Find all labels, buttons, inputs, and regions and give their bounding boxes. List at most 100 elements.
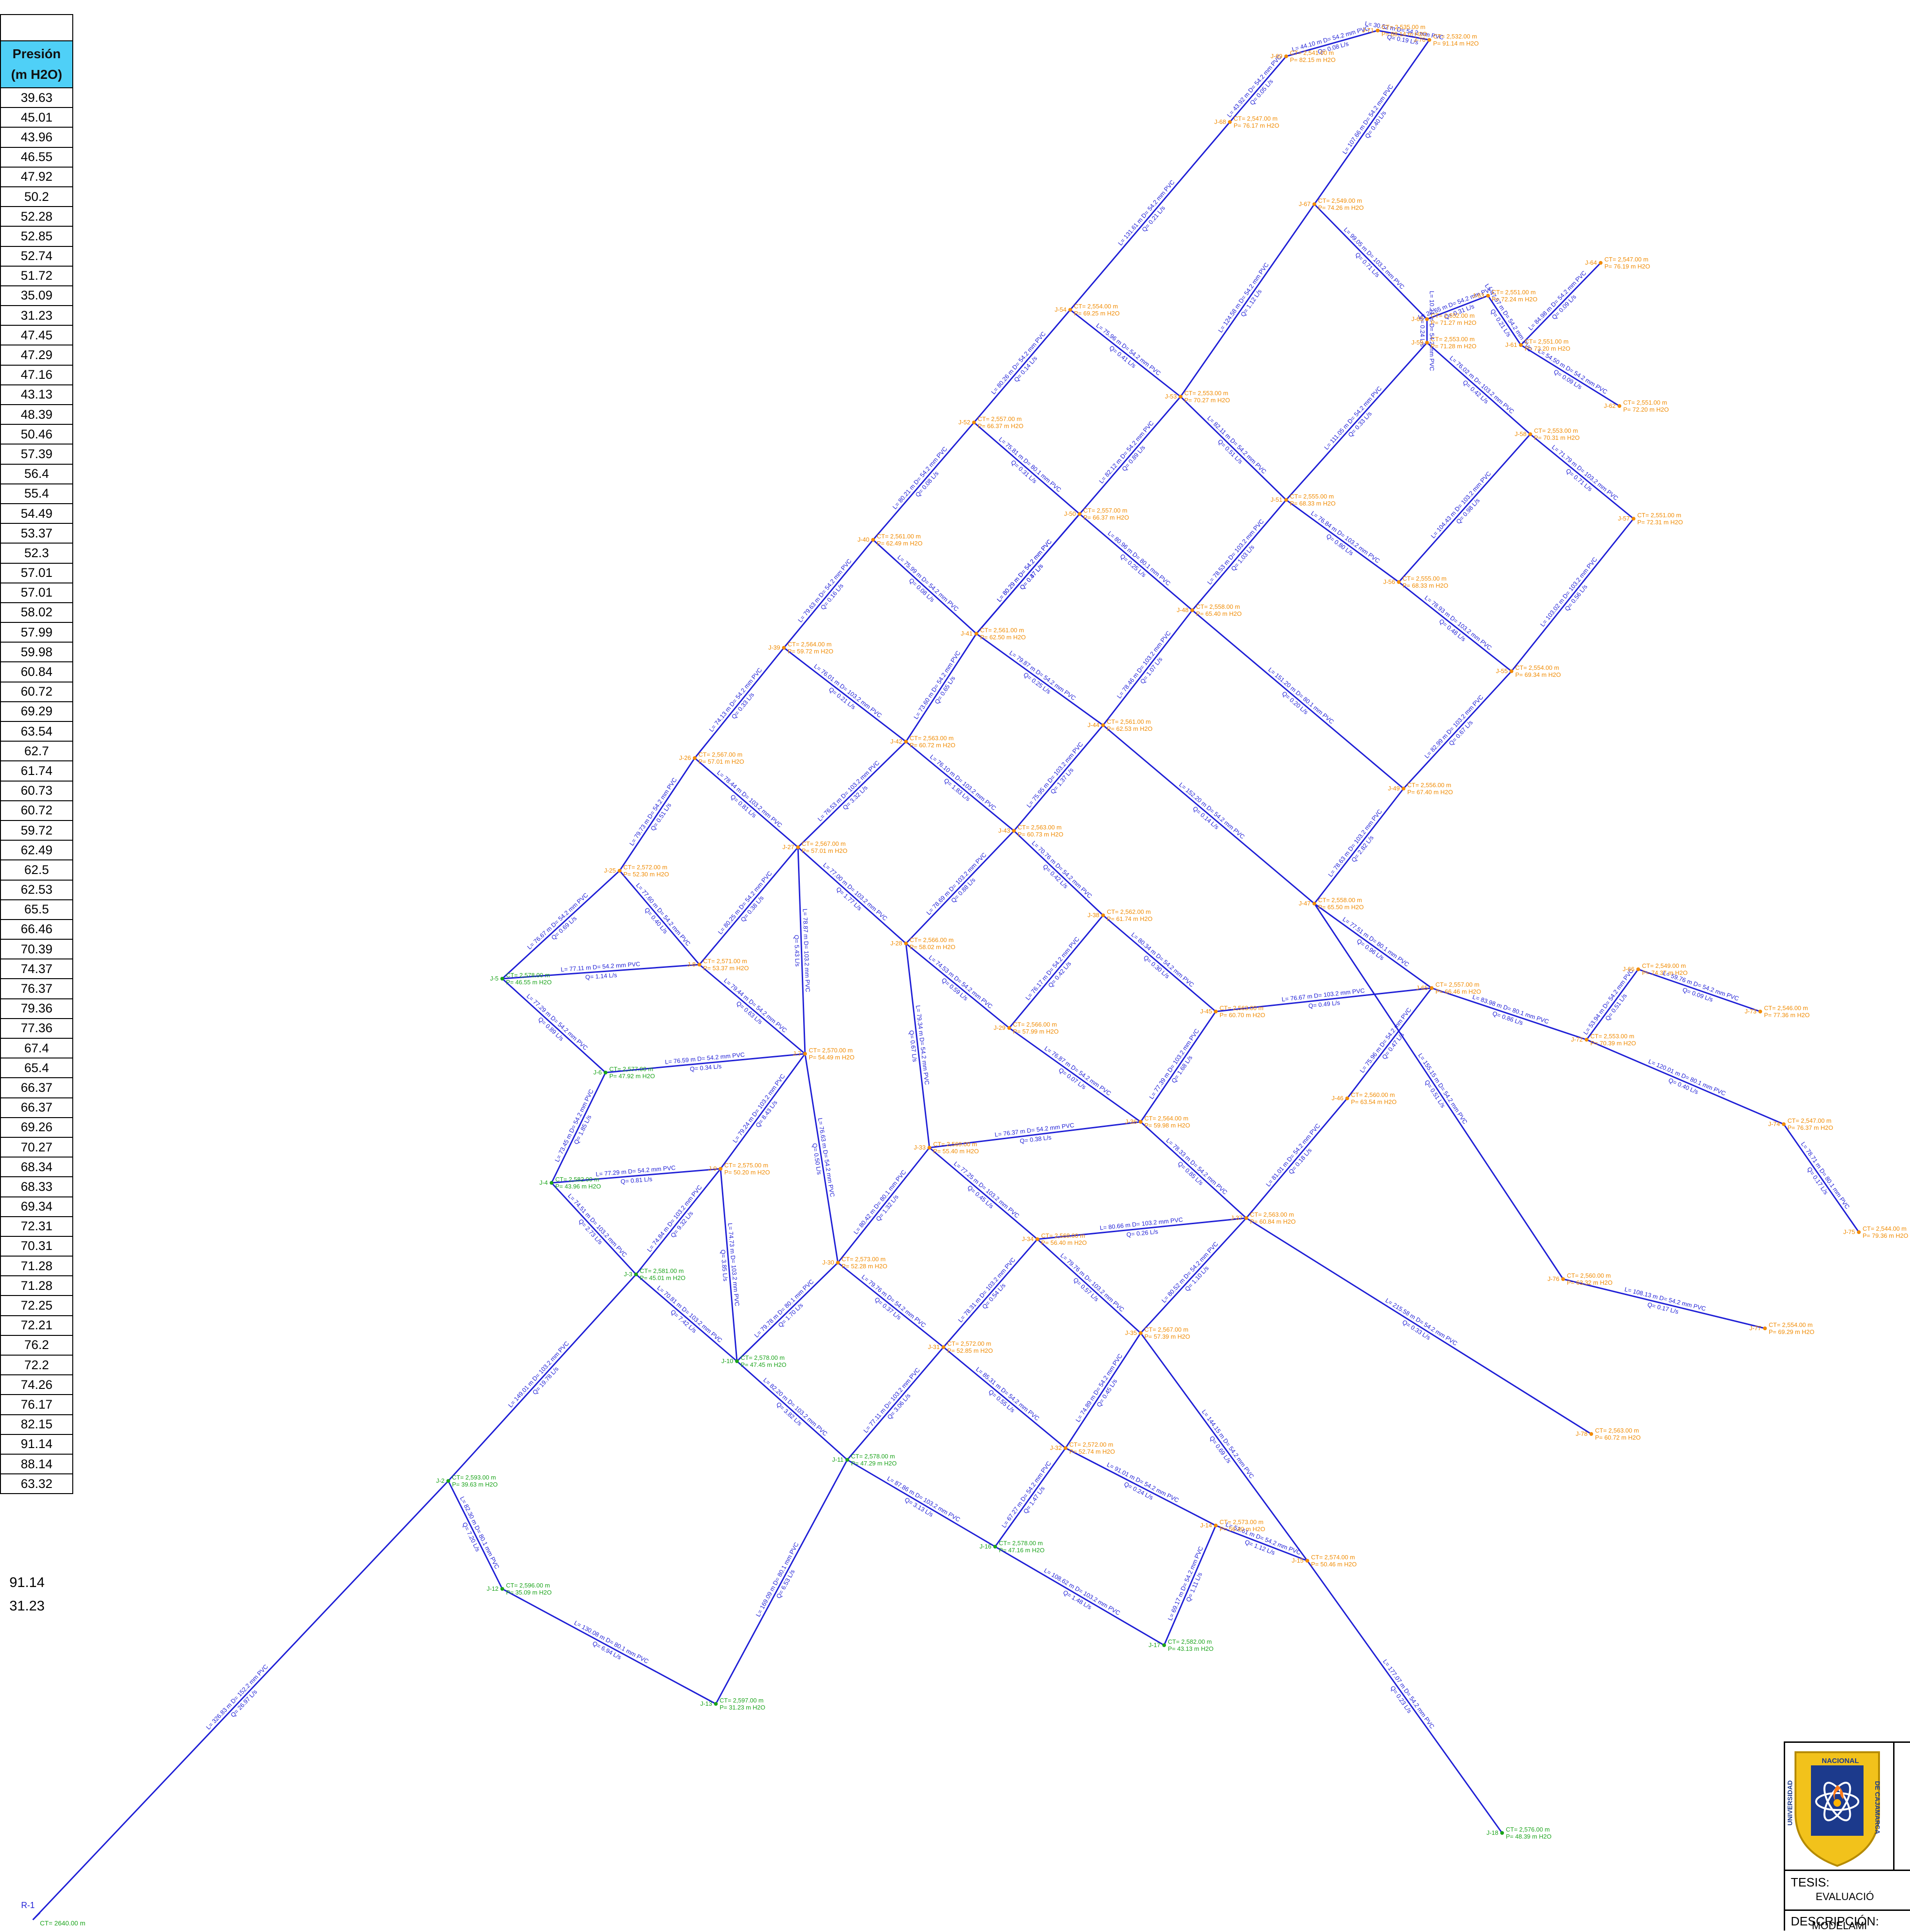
pipe-line <box>1286 499 1399 583</box>
table-row: 69.26 <box>1 1118 72 1138</box>
junction-pressure: P= 57.39 m H2O <box>1144 1333 1190 1340</box>
pressure-max: 91.14 <box>9 1575 45 1590</box>
pipe-line <box>1783 1124 1860 1233</box>
pipe-line <box>1520 262 1602 346</box>
table-row: 31.23 <box>1 306 72 326</box>
junction-marker <box>871 538 875 542</box>
pipe-spec-label: L= 54.50 m D= 54.2 mm PVC <box>1537 347 1609 396</box>
junction-elevation: CT= 2,535.00 m <box>1381 23 1426 31</box>
junction-elevation: CT= 2,582.00 m <box>1168 1638 1212 1645</box>
junction-marker <box>1599 261 1603 265</box>
junction-marker <box>1179 395 1182 399</box>
junction-marker <box>1510 669 1513 673</box>
pipe-spec-label: L= 67.27 m D= 54.2 mm PVC <box>1000 1460 1052 1529</box>
junction-id: J-57 <box>1618 515 1630 522</box>
junction-pressure: P= 57.99 m H2O <box>1013 1028 1059 1035</box>
pipe-spec-label: L= 73.45 m D= 54.2 mm PVC <box>553 1088 595 1163</box>
junction-pressure: P= 53.37 m H2O <box>703 965 749 972</box>
junction-pressure: P= 70.27 m H2O <box>1184 397 1230 404</box>
junction-id: J-31 <box>928 1343 940 1350</box>
junction-elevation: CT= 2,544.00 m <box>1863 1225 1907 1232</box>
junction-elevation: CT= 2,567.00 m <box>698 751 743 758</box>
junction-elevation: CT= 2,567.00 m <box>802 840 846 847</box>
pipe-line <box>1009 1027 1141 1123</box>
pipe-line <box>1102 610 1193 726</box>
junction-elevation: CT= 2,578.00 m <box>999 1540 1043 1547</box>
table-row: 59.98 <box>1 643 72 663</box>
junction-elevation: CT= 2,553.00 m <box>1534 427 1578 434</box>
junction-marker <box>1486 294 1490 298</box>
junction-elevation: CT= 2,575.00 m <box>724 1162 768 1169</box>
junction-elevation: CT= 2,557.00 m <box>1083 507 1128 514</box>
junction-pressure: P= 82.15 m H2O <box>1290 56 1335 63</box>
junction-elevation: CT= 2,568.00 m <box>1041 1232 1085 1239</box>
junction-pressure: P= 52.30 m H2O <box>623 871 669 878</box>
pipe-spec-label: L= 152.20 m D= 54.2 mm PVC <box>1178 781 1246 840</box>
pipe-spec-label: L= 215.58 m D= 54.2 mm PVC <box>1384 1297 1459 1347</box>
junction-elevation: CT= 2,532.00 m <box>1433 33 1477 40</box>
title-block-divider <box>1785 1870 1910 1871</box>
pipe-spec-label: L= 77.60 m D= 54.2 mm PVC <box>635 882 692 947</box>
junction-pressure: P= 56.40 m H2O <box>1041 1239 1087 1246</box>
pipe-line <box>1180 396 1287 501</box>
junction-marker <box>1064 1446 1067 1450</box>
junction-marker <box>1139 1120 1143 1124</box>
junction-id: J-8 <box>687 961 696 968</box>
pipe-line <box>797 741 907 848</box>
junction-pressure: P= 71.28 m H2O <box>1431 343 1476 350</box>
pipe-spec-label: L= 75.95 m D= 103.2 mm PVC <box>1025 741 1084 809</box>
pipe-line <box>872 539 977 635</box>
pipe-line <box>502 964 700 980</box>
pipe-line <box>1398 434 1531 583</box>
junction-id: J-29 <box>994 1024 1005 1031</box>
table-row: 57.01 <box>1 564 72 583</box>
junction-marker <box>1214 1524 1218 1527</box>
reservoir-id: R-1 <box>21 1901 35 1910</box>
junction-marker <box>1425 341 1429 345</box>
pipe-line <box>929 1121 1141 1149</box>
junction-pressure: P= 76.37 m H2O <box>1787 1124 1833 1131</box>
pipe-spec-label: L= 76.67 m D= 54.2 mm PVC <box>526 891 590 951</box>
pipe-spec-label: L= 43.92 m D= 54.2 mm PVC <box>1226 54 1283 119</box>
table-row: 62.49 <box>1 841 72 861</box>
junction-pressure: P= 52.74 m H2O <box>1069 1448 1115 1455</box>
logo-right-text: DE CAJAMARCA <box>1873 1781 1881 1834</box>
pipe-line <box>1586 969 1639 1040</box>
pipe-line <box>973 309 1071 423</box>
table-row: 52.28 <box>1 207 72 227</box>
pipe-spec-label: L= 107.66 m D= 54.2 mm PVC <box>1341 83 1395 155</box>
junction-marker <box>719 1167 722 1171</box>
junction-marker <box>1284 54 1288 58</box>
pipe-line <box>1140 1121 1247 1219</box>
pipe-spec-label: L= 77.25 m D= 103.2 mm PVC <box>952 1160 1020 1219</box>
junction-pressure: P= 63.54 m H2O <box>1351 1098 1396 1105</box>
junction-id: J-3 <box>624 1271 632 1278</box>
junction-elevation: CT= 2,561.00 m <box>877 533 921 540</box>
pipe-spec-label: L= 70.76 m D= 54.2 mm PVC <box>1030 839 1093 899</box>
junction-pressure: P= 59.72 m H2O <box>788 648 833 655</box>
pipe-spec-label: L= 79.24 m D= 103.2 mm PVC <box>731 1073 786 1144</box>
junction-id: J-46 <box>1332 1095 1343 1102</box>
junction-pressure: P= 72.31 m H2O <box>1637 519 1683 526</box>
pipe-line <box>1070 309 1181 398</box>
pipe-flow-label: Q= 5.43 L/s <box>793 935 801 967</box>
junction-marker <box>1078 512 1082 516</box>
junction-pressure: P= 47.29 m H2O <box>851 1460 897 1467</box>
junction-pressure: P= 47.92 m H2O <box>609 1073 655 1080</box>
junction-marker <box>1427 38 1431 42</box>
